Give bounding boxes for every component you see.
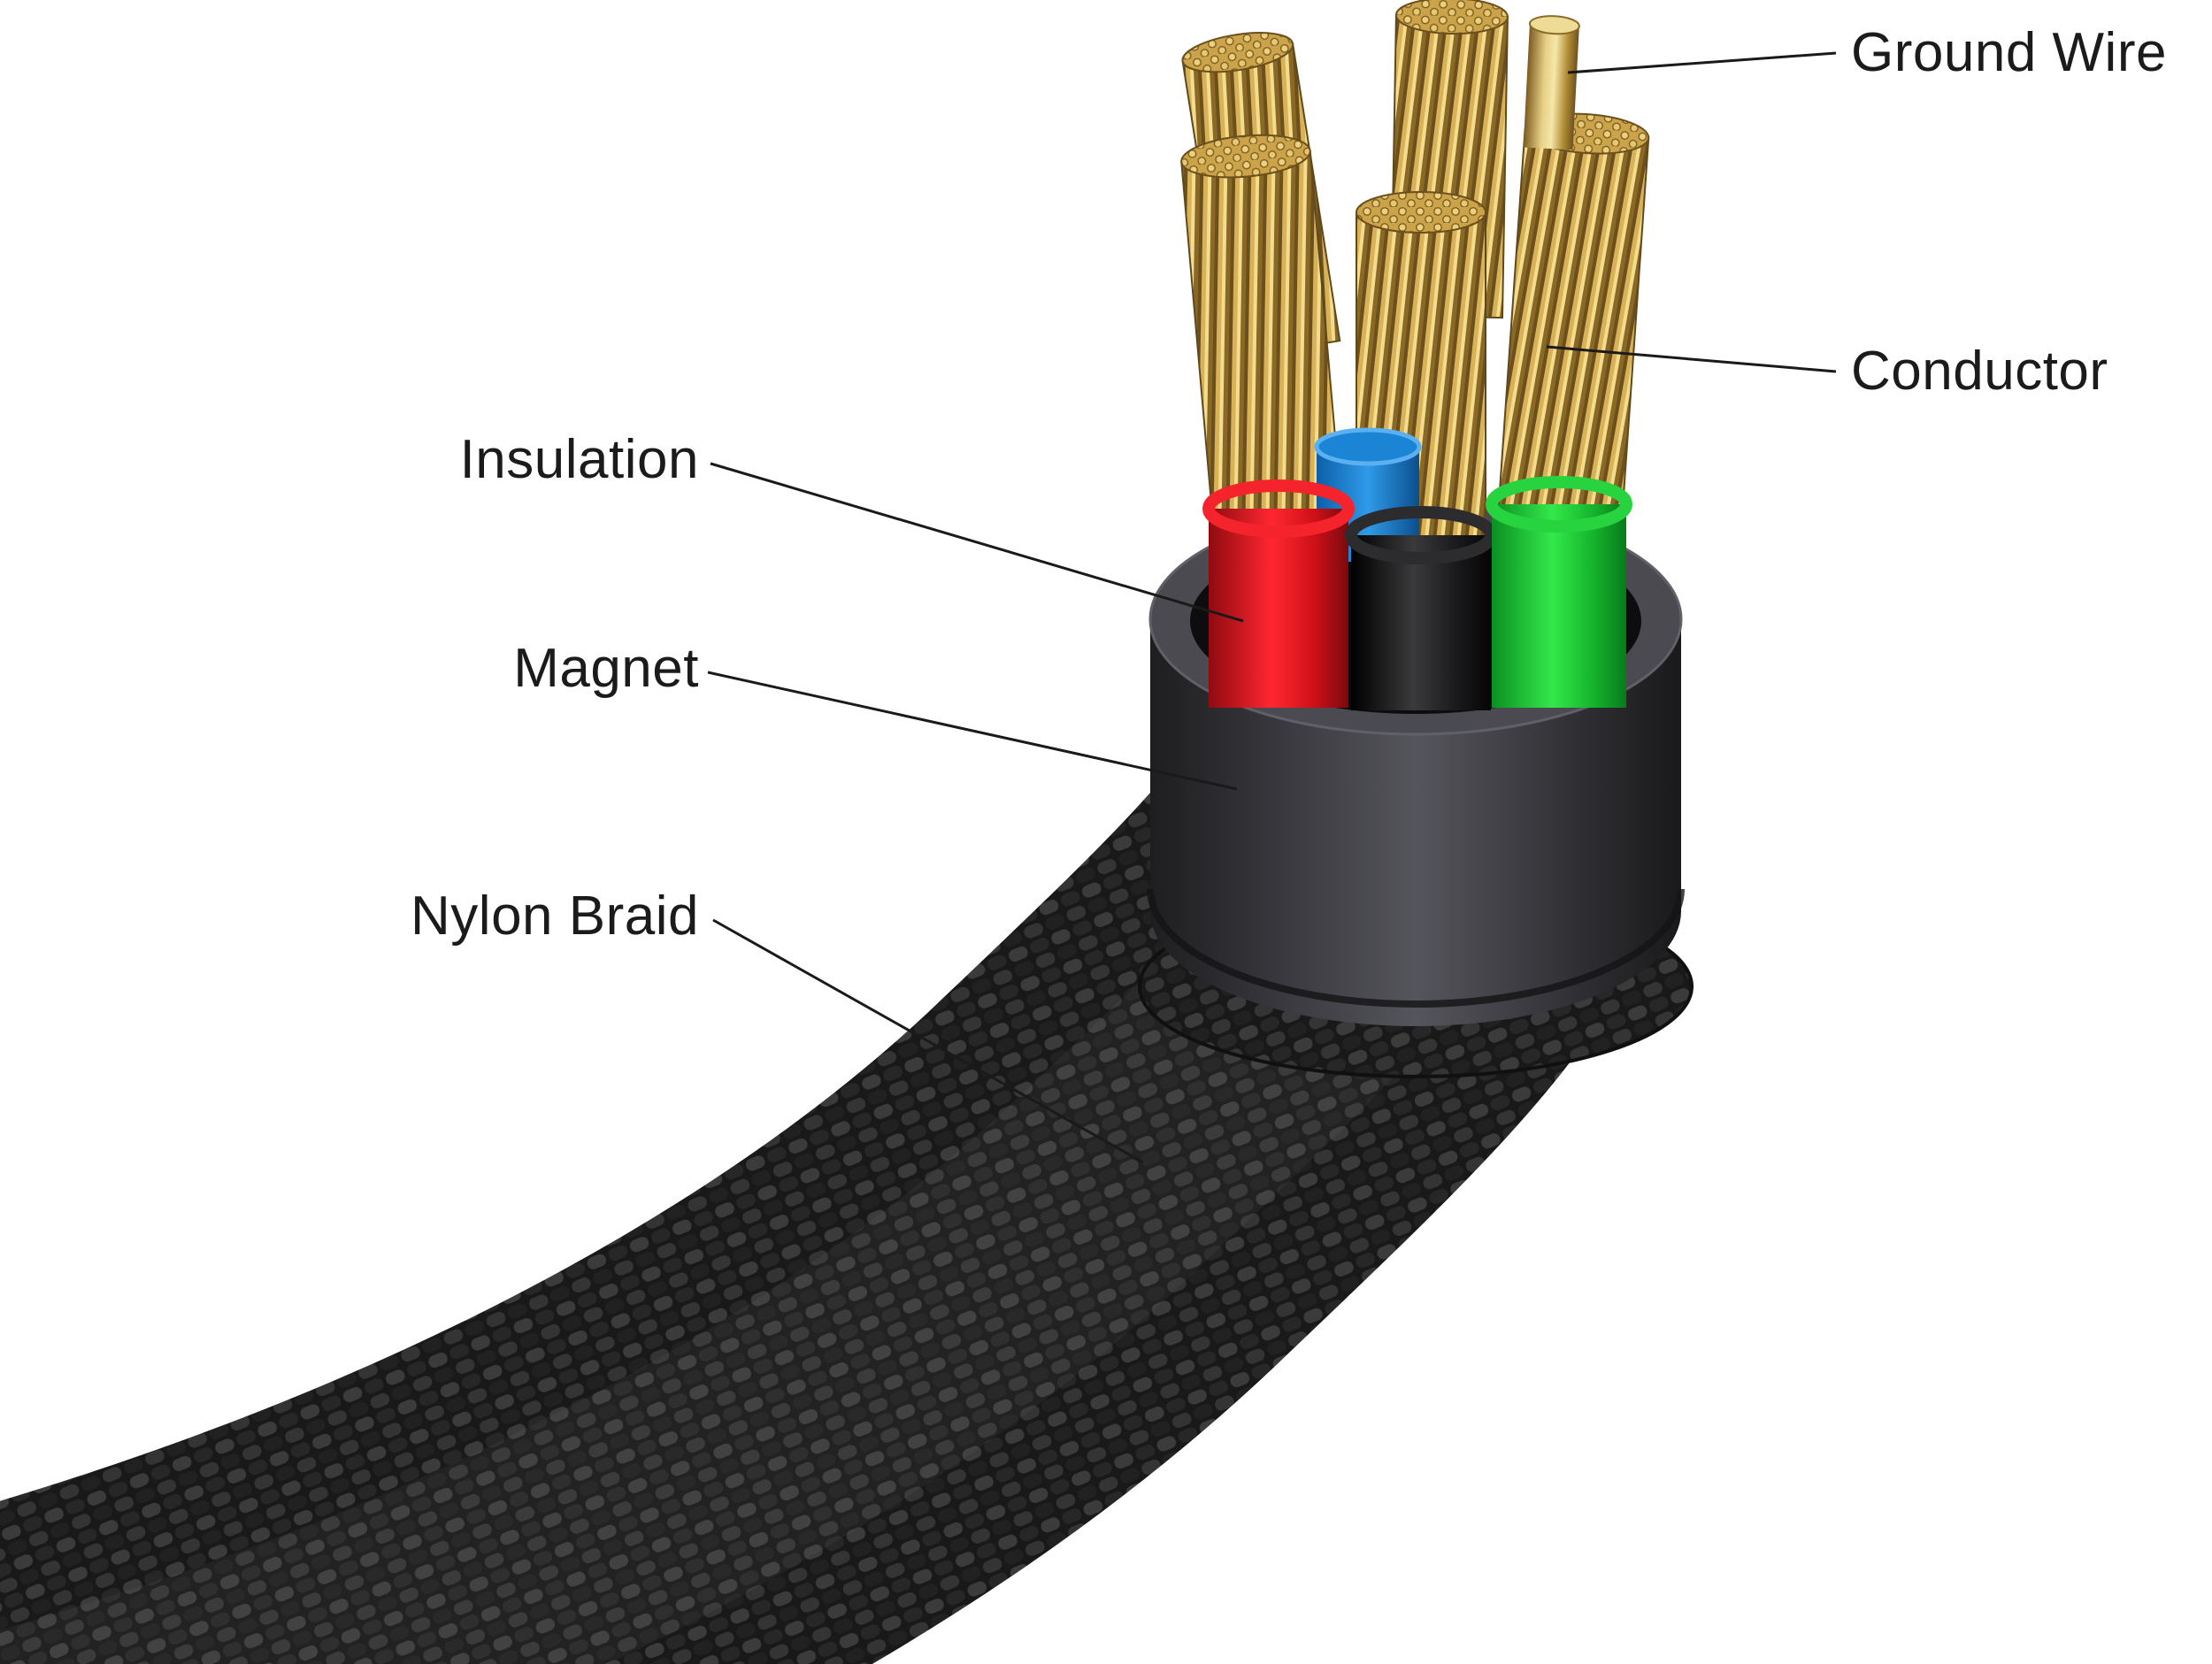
leader-line-insulation	[710, 462, 1244, 623]
insulation-red-wire	[1202, 479, 1355, 708]
leader-line-nylon-braid	[712, 918, 1144, 1164]
insulation-black-wire	[1345, 506, 1497, 710]
insulation-blue-wire	[1314, 427, 1422, 562]
leader-lines	[707, 51, 1837, 1164]
conductor-bundle	[1496, 112, 1650, 536]
label-conductor: Conductor	[1851, 341, 2108, 402]
insulation-green-wire	[1486, 476, 1632, 708]
label-insulation: Insulation	[459, 429, 699, 490]
label-ground-wire: Ground Wire	[1851, 22, 2167, 83]
leader-line-conductor	[1546, 345, 1837, 373]
ground-wire	[1523, 15, 1580, 150]
leader-line-magnet	[707, 671, 1238, 791]
label-nylon-braid: Nylon Braid	[411, 886, 699, 947]
leader-line-ground-wire	[1567, 51, 1837, 74]
label-magnet: Magnet	[513, 638, 699, 699]
